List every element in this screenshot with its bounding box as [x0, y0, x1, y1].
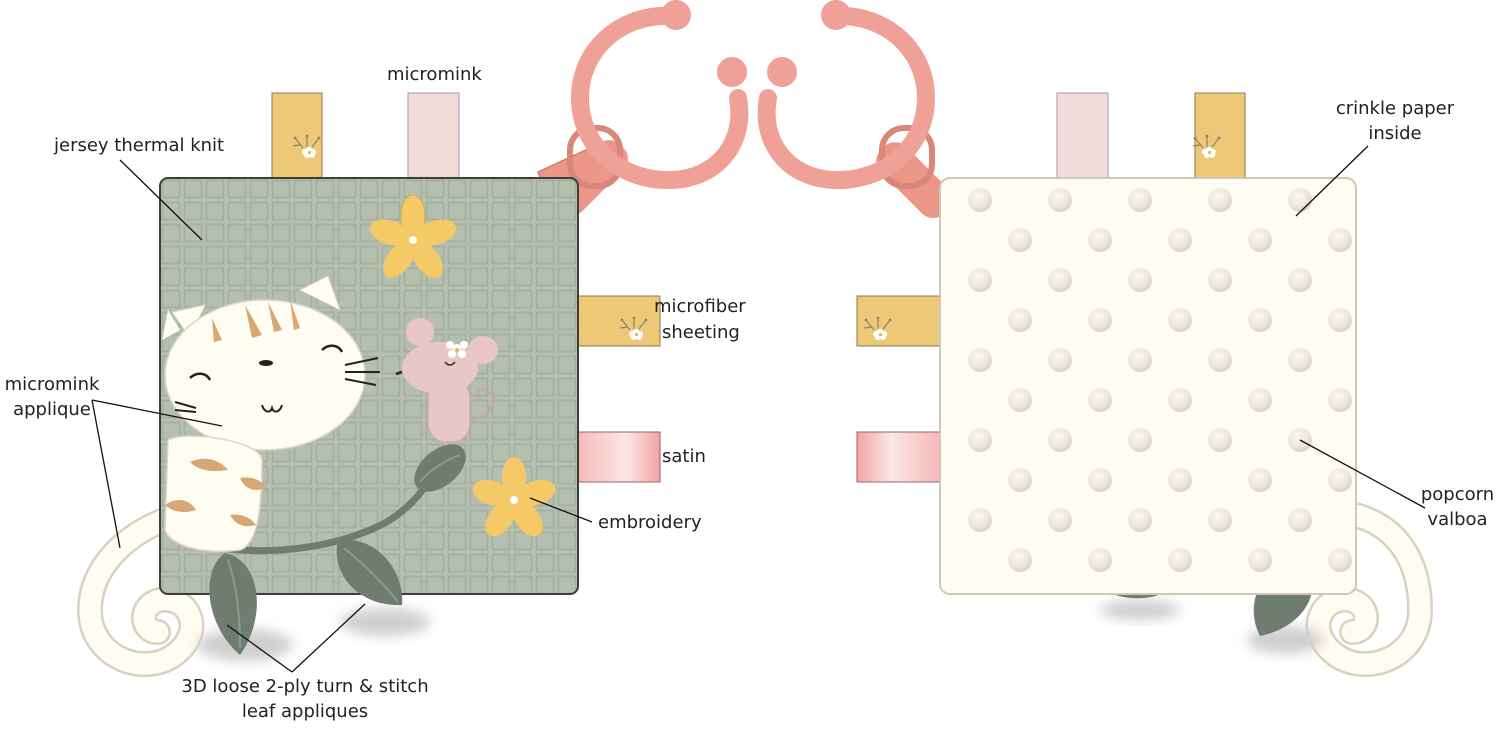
popcorn-dot [1088, 308, 1112, 332]
popcorn-dot [1088, 468, 1112, 492]
label-microfiber-line1: microfiber [654, 296, 746, 317]
label-micromink-applique-line2: applique [13, 399, 91, 420]
mouse-applique-icon [395, 318, 498, 443]
callout-line-applique [91, 399, 223, 427]
popcorn-dot [1208, 348, 1232, 372]
ring-link-icon [757, 0, 953, 219]
popcorn-dot [1128, 428, 1152, 452]
label-micromink-applique-line1: micromink [4, 374, 100, 395]
label-satin: satin [662, 446, 706, 467]
yellow-tag-side-right [856, 295, 943, 347]
popcorn-dot [1088, 548, 1112, 572]
popcorn-dot [1168, 308, 1192, 332]
pink-tag-top-right [1056, 92, 1109, 189]
popcorn-dot [1288, 348, 1312, 372]
callout-line-applique-2 [91, 399, 121, 549]
popcorn-dot [968, 428, 992, 452]
label-popcorn-line2: valboa [1427, 509, 1488, 530]
callout-line-popcorn [1299, 439, 1426, 509]
label-microfiber-line2: sheeting [662, 322, 740, 343]
label-sheeting: sheeting [662, 320, 740, 345]
label-microfiber: microfiber [654, 294, 746, 319]
label-micromink-applique: micromink applique [2, 372, 102, 422]
popcorn-dot [1168, 228, 1192, 252]
popcorn-dot [1128, 188, 1152, 212]
micromink-tag [407, 92, 460, 189]
popcorn-dot [1208, 268, 1232, 292]
label-popcorn-line1: popcorn [1420, 484, 1495, 505]
popcorn-dot [1328, 388, 1352, 412]
popcorn-dot [1248, 548, 1272, 572]
popcorn-dot [1208, 188, 1232, 212]
popcorn-dot [1048, 508, 1072, 532]
popcorn-dot [1248, 468, 1272, 492]
popcorn-dot [1328, 308, 1352, 332]
popcorn-dot [1048, 348, 1072, 372]
callout-line-jersey [119, 159, 203, 241]
popcorn-dot [1008, 468, 1032, 492]
popcorn-dot [1168, 468, 1192, 492]
leaf-applique-icon [336, 539, 403, 606]
label-crinkle-line2: inside [1368, 123, 1422, 144]
popcorn-dot [968, 268, 992, 292]
popcorn-dot-icon [968, 188, 1352, 572]
label-crinkle-line1: crinkle paper [1335, 98, 1455, 119]
popcorn-dot [1208, 508, 1232, 532]
kitten-applique-icon [162, 275, 380, 553]
popcorn-dot [1128, 508, 1152, 532]
popcorn-dot [1008, 308, 1032, 332]
popcorn-dot [1248, 228, 1272, 252]
popcorn-dot [1088, 388, 1112, 412]
label-embroidery: embroidery [598, 512, 702, 533]
popcorn-dot [1128, 268, 1152, 292]
label-leaf-line2: leaf appliques [241, 701, 369, 722]
popcorn-dot [1048, 188, 1072, 212]
popcorn-dot [968, 188, 992, 212]
popcorn-dot [968, 348, 992, 372]
callout-line-embroidery [529, 497, 593, 523]
popcorn-dot [968, 508, 992, 532]
popcorn-dot [1008, 388, 1032, 412]
label-popcorn-valboa: popcorn valboa [1415, 482, 1500, 532]
yellow-tag-top-right [1194, 92, 1246, 189]
popcorn-dot [1328, 468, 1352, 492]
leaf-applique-icon [414, 444, 466, 492]
popcorn-dot [1328, 228, 1352, 252]
popcorn-dot [1048, 428, 1072, 452]
popcorn-dot [1328, 548, 1352, 572]
leaf-applique-icon [209, 553, 257, 655]
popcorn-dot [1248, 308, 1272, 332]
label-leaf-appliques: 3D loose 2-ply turn & stitch leaf appliq… [155, 674, 455, 724]
popcorn-dot [1008, 548, 1032, 572]
popcorn-dot [1088, 228, 1112, 252]
label-crinkle-paper: crinkle paper inside [1330, 96, 1460, 146]
popcorn-dot [1248, 388, 1272, 412]
label-leaf-line1: 3D loose 2-ply turn & stitch [181, 676, 429, 697]
popcorn-dot [1008, 228, 1032, 252]
popcorn-dot [1208, 428, 1232, 452]
tail-swirl-icon [1305, 499, 1434, 678]
popcorn-dot [1168, 548, 1192, 572]
flower-embroidery-icon [369, 194, 457, 278]
callout-line-crinkle [1295, 145, 1369, 217]
popcorn-dot [1288, 268, 1312, 292]
minky-square [939, 177, 1357, 595]
flower-embroidery-icon [472, 457, 556, 537]
callout-line-leaf-2 [291, 603, 366, 673]
label-micromink-tag: micromink [387, 64, 482, 85]
popcorn-dot [1168, 388, 1192, 412]
label-jersey: jersey thermal knit [54, 135, 225, 156]
popcorn-dot [1288, 508, 1312, 532]
popcorn-dot [1048, 268, 1072, 292]
tail-swirl-icon [76, 497, 213, 678]
popcorn-dot [1128, 348, 1152, 372]
callout-line-leaf-1 [226, 624, 293, 673]
